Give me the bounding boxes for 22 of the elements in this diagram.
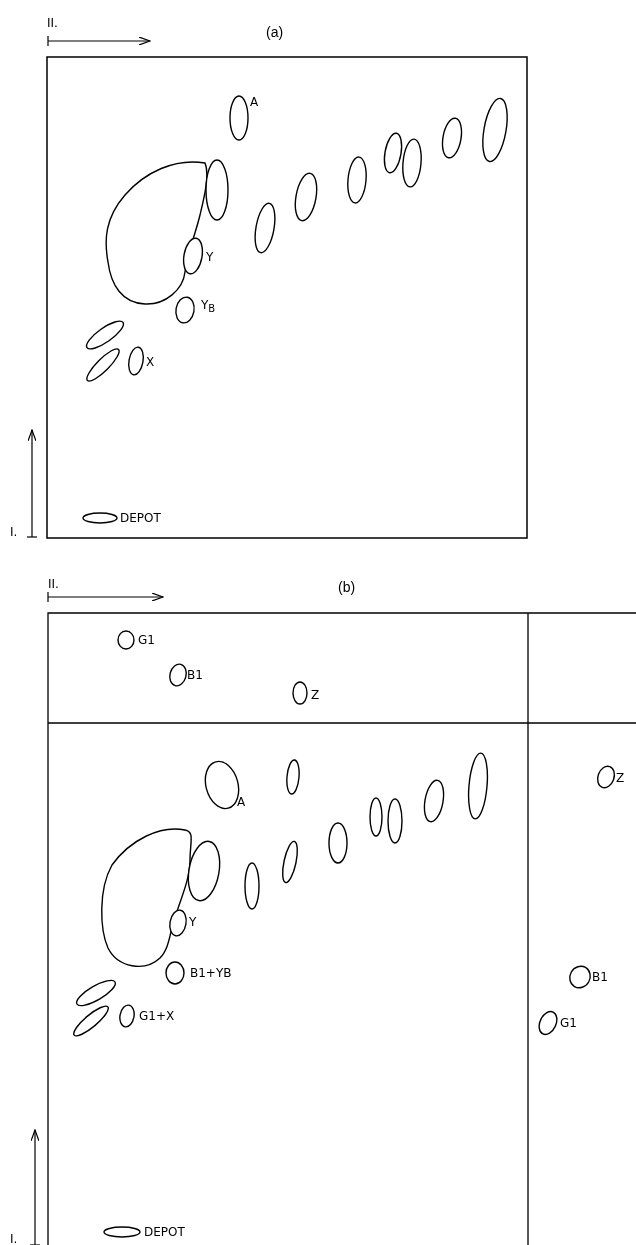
spot-label: B1 — [592, 970, 608, 984]
spot-label: X — [146, 355, 155, 369]
axis-label: I. — [10, 1232, 18, 1245]
spot-label: B1+YB — [190, 966, 232, 980]
spot-label: A — [237, 795, 246, 809]
spot-label: G1 — [138, 633, 155, 647]
axis-label: II. — [47, 16, 58, 30]
spot-label: Z — [311, 688, 320, 702]
spot-label: B1 — [187, 668, 203, 682]
spot-label: DEPOT — [120, 511, 161, 525]
axis-label: I. — [10, 525, 18, 539]
spot-label: G1 — [560, 1016, 577, 1030]
panel-label: (b) — [338, 580, 356, 594]
spot-label: Y — [189, 915, 197, 929]
spot-label: A — [250, 95, 259, 109]
spot-label: DEPOT — [144, 1225, 185, 1239]
spot-label: Z — [616, 771, 625, 785]
spot-label: G1+X — [139, 1009, 175, 1023]
spot-label: Y — [206, 250, 214, 264]
spot-label: Y$_{B}$ — [201, 298, 216, 317]
axis-label: II. — [48, 577, 59, 591]
panel-label: (a) — [266, 25, 284, 39]
